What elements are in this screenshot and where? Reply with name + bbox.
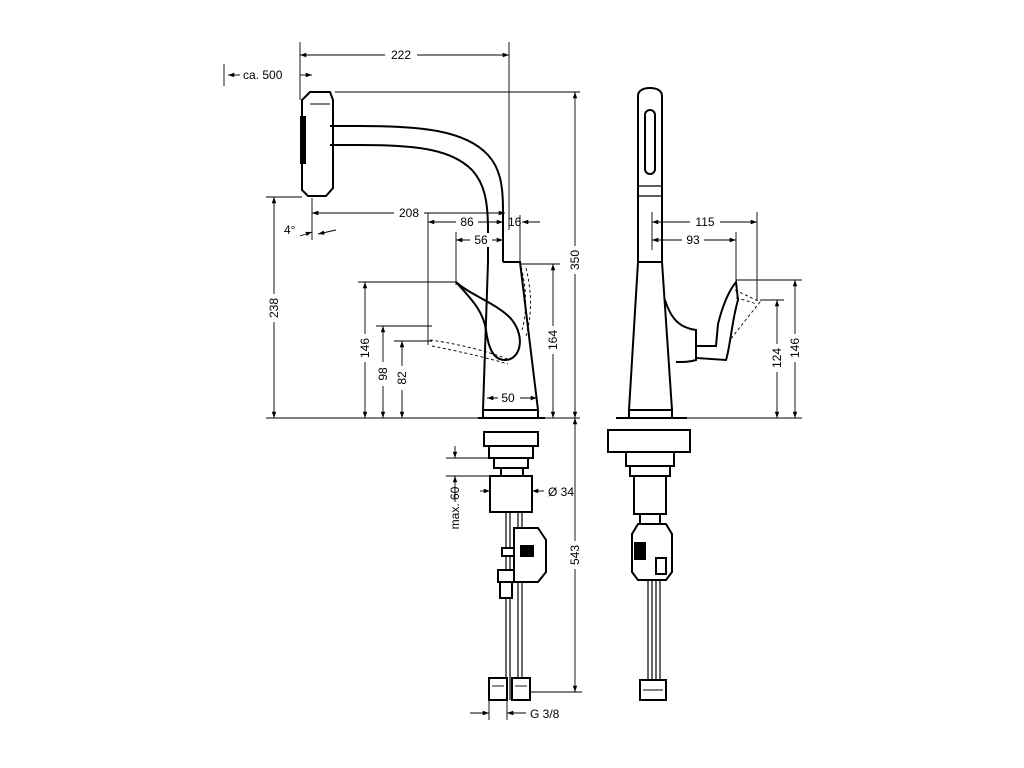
dim-222: 222 xyxy=(391,48,411,62)
dim-dia-34: Ø 34 xyxy=(548,485,574,499)
front-spray-head xyxy=(301,91,334,197)
side-mount-plate xyxy=(607,429,691,453)
front-hose-nut-right xyxy=(511,677,531,701)
front-spout xyxy=(330,125,504,262)
dim-4-deg: 4° xyxy=(284,223,296,237)
dim-ca-500: ca. 500 xyxy=(243,68,283,82)
front-hose-nut-left xyxy=(488,677,508,701)
dim-350: 350 xyxy=(568,250,582,270)
front-spray-face xyxy=(300,116,306,164)
dim-93: 93 xyxy=(686,233,700,247)
front-view xyxy=(300,91,547,701)
dim-16: 16 xyxy=(508,215,522,229)
dim-238: 238 xyxy=(267,298,281,318)
front-shank xyxy=(489,475,533,513)
front-dimensions: 222 ca. 500 350 238 208 4° 86 16 xyxy=(223,42,583,721)
side-lever xyxy=(695,279,740,362)
dim-50: 50 xyxy=(501,391,515,405)
dim-82: 82 xyxy=(395,371,409,385)
dim-164: 164 xyxy=(546,330,560,350)
front-body xyxy=(481,261,540,411)
side-body xyxy=(627,261,674,411)
dim-98: 98 xyxy=(376,367,390,381)
dim-86: 86 xyxy=(460,215,474,229)
side-dimensions: 115 93 146 124 xyxy=(651,212,803,419)
side-view xyxy=(607,86,761,701)
dim-max-60: max. 60 xyxy=(448,486,462,529)
dim-56: 56 xyxy=(474,233,488,247)
dim-146-side: 146 xyxy=(788,338,802,358)
side-spout-head xyxy=(637,86,663,263)
side-shank xyxy=(633,475,667,515)
dim-124: 124 xyxy=(770,348,784,368)
dim-115: 115 xyxy=(695,215,714,229)
dim-208: 208 xyxy=(399,206,419,220)
front-lever xyxy=(455,281,521,362)
dim-146-front: 146 xyxy=(358,338,372,358)
dim-543: 543 xyxy=(568,545,582,565)
dim-g-3-8: G 3/8 xyxy=(530,707,560,721)
front-mount-plate xyxy=(483,431,539,447)
